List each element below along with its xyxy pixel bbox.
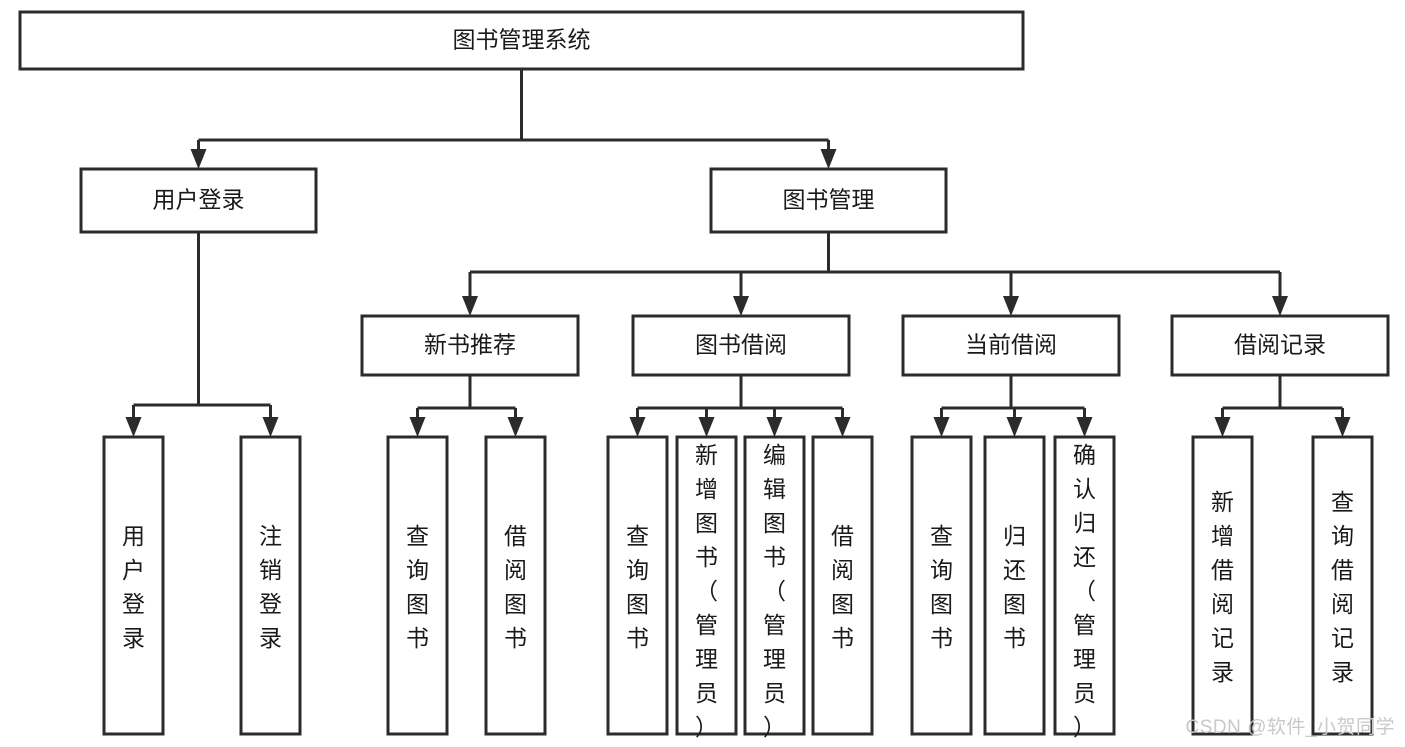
node-box-leaf-borrow-book-rec: [484, 435, 547, 736]
edges-from-current-borrow: [933, 375, 1093, 437]
connector-layer: [125, 69, 1351, 437]
node-label-new-book-rec: 新书推荐: [424, 332, 516, 358]
node-box-leaf-add-book: [675, 435, 738, 736]
node-label-leaf-query-book-borrow: 查询图书: [626, 523, 649, 651]
node-label-leaf-query-record: 查询借阅记录: [1331, 489, 1354, 685]
node-label-book-manage: 图书管理: [783, 187, 875, 213]
arrow-icon-leaf-borrow-book: [834, 417, 851, 437]
arrow-icon-leaf-confirm-return: [1076, 417, 1093, 437]
node-label-leaf-query-book-cur: 查询图书: [930, 523, 953, 651]
node-label-root: 图书管理系统: [453, 27, 591, 53]
node-box-leaf-borrow-book: [811, 435, 874, 736]
node-box-root: [18, 10, 1025, 71]
arrow-icon-leaf-query-record: [1334, 417, 1351, 437]
node-box-new-book-rec: [360, 314, 580, 377]
arrow-icon-leaf-edit-book: [766, 417, 783, 437]
node-box-leaf-query-record: [1311, 435, 1374, 736]
node-label-leaf-query-book-rec: 查询图书: [406, 523, 429, 651]
node-label-leaf-borrow-book: 借阅图书: [831, 523, 854, 651]
node-current-borrow[interactable]: 当前借阅: [901, 314, 1121, 377]
arrow-icon-new-book-rec: [462, 296, 478, 316]
node-box-book-borrow: [631, 314, 851, 377]
arrow-icon-book-manage: [820, 149, 837, 169]
node-label-leaf-return-book: 归还图书: [1003, 523, 1026, 651]
node-label-leaf-add-record: 新增借阅记录: [1211, 489, 1234, 685]
node-box-user-login: [79, 167, 318, 234]
arrow-icon-leaf-borrow-book-rec: [507, 417, 524, 437]
node-box-leaf-confirm-return: [1053, 435, 1116, 736]
node-new-book-rec[interactable]: 新书推荐: [360, 314, 580, 377]
arrow-icon-leaf-return-book: [1006, 417, 1023, 437]
node-leaf-borrow-book[interactable]: 借阅图书: [811, 435, 874, 736]
arrow-icon-leaf-query-book-rec: [409, 417, 426, 437]
arrow-icon-leaf-user-logout: [262, 417, 279, 437]
node-leaf-return-book[interactable]: 归还图书: [983, 435, 1046, 736]
node-label-leaf-edit-book: 编辑图书（管理员）: [763, 442, 786, 740]
node-root[interactable]: 图书管理系统: [18, 10, 1025, 71]
node-leaf-user-logout[interactable]: 注销登录: [239, 435, 302, 736]
node-label-leaf-confirm-return: 确认归还（管理员）: [1073, 442, 1096, 740]
node-label-borrow-record: 借阅记录: [1234, 332, 1326, 358]
node-leaf-user-login[interactable]: 用户登录: [102, 435, 165, 736]
arrow-icon-borrow-record: [1272, 296, 1288, 316]
arrow-icon-book-borrow: [733, 296, 749, 316]
node-leaf-query-book-rec[interactable]: 查询图书: [386, 435, 449, 736]
node-leaf-confirm-return[interactable]: 确认归还（管理员）: [1053, 435, 1116, 740]
node-leaf-query-book-cur[interactable]: 查询图书: [910, 435, 973, 736]
node-box-leaf-query-book-borrow: [606, 435, 669, 736]
node-leaf-query-book-borrow[interactable]: 查询图书: [606, 435, 669, 736]
node-label-user-login: 用户登录: [153, 187, 245, 213]
node-box-leaf-edit-book: [743, 435, 806, 736]
node-leaf-edit-book[interactable]: 编辑图书（管理员）: [743, 435, 806, 740]
node-layer: 图书管理系统用户登录图书管理新书推荐图书借阅当前借阅借阅记录用户登录注销登录查询…: [18, 10, 1390, 740]
node-borrow-record[interactable]: 借阅记录: [1170, 314, 1390, 377]
node-box-borrow-record: [1170, 314, 1390, 377]
node-box-leaf-query-book-rec: [386, 435, 449, 736]
edges-from-borrow-record: [1214, 375, 1351, 437]
watermark-label: CSDN @软件_小贺同学: [1185, 717, 1395, 738]
node-label-leaf-borrow-book-rec: 借阅图书: [504, 523, 527, 651]
edges-from-book-borrow: [629, 375, 851, 437]
node-user-login[interactable]: 用户登录: [79, 167, 318, 234]
arrow-icon-current-borrow: [1003, 296, 1019, 316]
arrow-icon-leaf-query-book-borrow: [629, 417, 646, 437]
node-leaf-add-record[interactable]: 新增借阅记录: [1191, 435, 1254, 736]
node-leaf-add-book[interactable]: 新增图书（管理员）: [675, 435, 738, 740]
node-label-current-borrow: 当前借阅: [965, 332, 1057, 358]
node-label-leaf-user-login: 用户登录: [122, 523, 145, 651]
arrow-icon-leaf-add-record: [1214, 417, 1231, 437]
node-label-book-borrow: 图书借阅: [695, 332, 787, 358]
node-box-leaf-user-login: [102, 435, 165, 736]
arrow-icon-leaf-user-login: [125, 417, 142, 437]
node-box-leaf-user-logout: [239, 435, 302, 736]
node-box-leaf-add-record: [1191, 435, 1254, 736]
node-book-manage[interactable]: 图书管理: [709, 167, 948, 234]
node-box-current-borrow: [901, 314, 1121, 377]
edges-from-new-book-rec: [409, 375, 524, 437]
node-book-borrow[interactable]: 图书借阅: [631, 314, 851, 377]
edges-from-user-login: [125, 232, 279, 437]
edges-from-book-manage: [462, 232, 1288, 316]
node-box-book-manage: [709, 167, 948, 234]
arrow-icon-leaf-add-book: [698, 417, 715, 437]
edges-from-root: [190, 69, 837, 169]
node-box-leaf-query-book-cur: [910, 435, 973, 736]
arrow-icon-leaf-query-book-cur: [933, 417, 950, 437]
node-label-leaf-add-book: 新增图书（管理员）: [695, 442, 718, 740]
node-leaf-borrow-book-rec[interactable]: 借阅图书: [484, 435, 547, 736]
node-leaf-query-record[interactable]: 查询借阅记录: [1311, 435, 1374, 736]
arrow-icon-user-login: [190, 149, 207, 169]
node-label-leaf-user-logout: 注销登录: [259, 523, 282, 651]
node-box-leaf-return-book: [983, 435, 1046, 736]
